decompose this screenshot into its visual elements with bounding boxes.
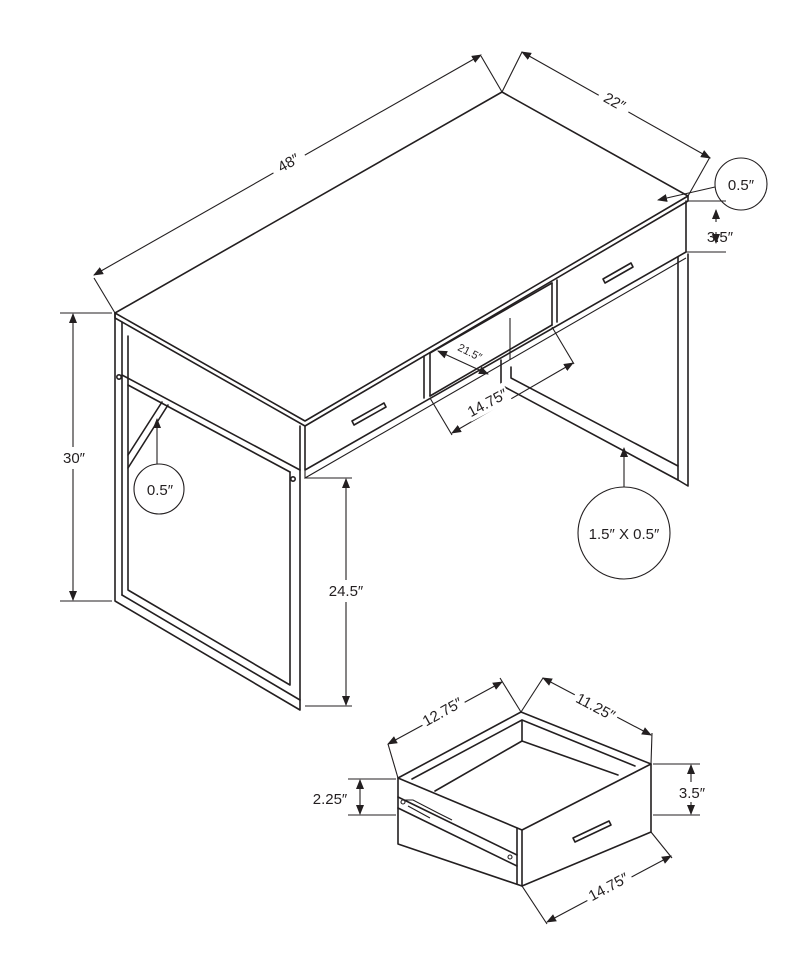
- drawer-handle-right-icon: [602, 262, 634, 284]
- dim-frame-profile: 1.5″ X 0.5″: [589, 526, 660, 543]
- dim-drawer-inner-height: 2.25″: [313, 791, 348, 808]
- drawer-handle-icon: [572, 820, 612, 843]
- dim-clearance-height: 24.5″: [329, 583, 364, 600]
- desk-drawing: [114, 91, 689, 711]
- dim-top-thickness: 0.5″: [728, 177, 755, 194]
- dim-drawer-front-height: 3.5″: [679, 785, 706, 802]
- dim-leg-profile: 0.5″: [147, 482, 174, 499]
- dim-desk-height: 30″: [63, 450, 86, 467]
- dim-drawer-front-height: 3.5″: [707, 229, 734, 246]
- desk-dimensions: 48″ 22″ 0.5″ 3.5″ 30″ 0.5″ 21.5″: [55, 51, 768, 707]
- drawer-handle-left-icon: [351, 402, 387, 426]
- drawer-drawing: [397, 711, 652, 887]
